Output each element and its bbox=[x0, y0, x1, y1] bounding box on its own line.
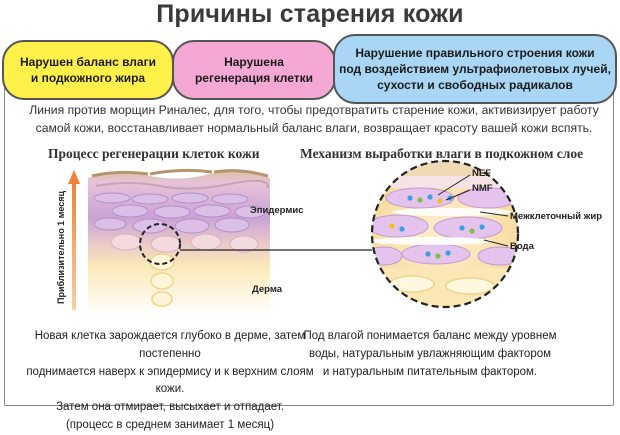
arrow-label: Приблизительно 1 месяц bbox=[56, 190, 66, 304]
label-derma: Дерма bbox=[252, 284, 283, 295]
cause-skin-structure-text: Нарушение правильного строения кожи под … bbox=[339, 45, 611, 93]
time-arrow bbox=[68, 170, 80, 310]
skin-cross-section bbox=[88, 168, 270, 316]
right-heading: Механизм выработки влаги в подкожном сло… bbox=[300, 146, 584, 161]
right-caption: Под влагой понимается баланс между уровн… bbox=[303, 330, 557, 378]
leader-water bbox=[483, 239, 509, 247]
leader-lipid bbox=[479, 211, 509, 217]
cause-skin-structure: Нарушение правильного строения кожи под … bbox=[333, 34, 617, 104]
label-epidermis: Эпидермис bbox=[250, 205, 304, 216]
label-water: Вода bbox=[510, 241, 534, 252]
label-nef: NEF bbox=[472, 168, 491, 179]
intro-text: Линия против морщин Риналес, для того, ч… bbox=[29, 103, 599, 136]
diagram-graphics bbox=[68, 159, 520, 316]
cause-moisture-balance: Нарушен баланс влаги и подкожного жира bbox=[2, 40, 174, 100]
leader-nef bbox=[437, 174, 471, 196]
zoom-circle-small bbox=[139, 223, 181, 265]
label-nmf: NMF bbox=[472, 183, 493, 194]
page-title: Причины старения кожи bbox=[156, 0, 464, 28]
label-intercellular-lipid: Межклеточный жир bbox=[510, 211, 603, 222]
cause-moisture-balance-text: Нарушен баланс влаги и подкожного жира bbox=[20, 54, 156, 85]
cause-cell-regeneration-text: Нарушена регенерация клетки bbox=[194, 54, 314, 85]
left-caption: Новая клетка зарождается глубоко в дерме… bbox=[26, 330, 314, 432]
moisture-circle bbox=[370, 159, 520, 309]
cause-cell-regeneration: Нарушена регенерация клетки bbox=[172, 40, 336, 100]
left-heading: Процесс регенерации клеток кожи bbox=[48, 146, 260, 161]
leader-nmf bbox=[445, 189, 471, 201]
